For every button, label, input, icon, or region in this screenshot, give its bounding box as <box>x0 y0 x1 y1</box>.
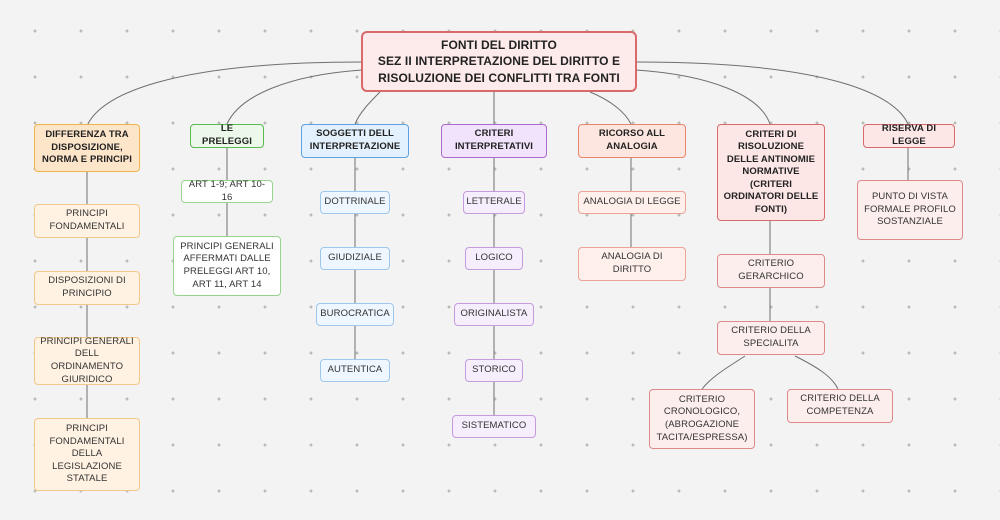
col7-header[interactable]: RISERVA DI LEGGE <box>863 123 955 148</box>
col3-header[interactable]: SOGGETTI DELL INTERPRETAZIONE <box>301 124 409 158</box>
col4-item-2[interactable]: LOGICO <box>465 247 523 270</box>
root-node[interactable]: FONTI DEL DIRITTO SEZ II INTERPRETAZIONE… <box>361 31 637 92</box>
col4-item-1[interactable]: LETTERALE <box>463 191 525 214</box>
col7-item-1[interactable]: PUNTO DI VISTA FORMALE PROFILO SOSTANZIA… <box>857 180 963 240</box>
col1-item-2[interactable]: DISPOSIZIONI DI PRINCIPIO <box>34 271 140 305</box>
col3-item-3[interactable]: BUROCRATICA <box>316 303 394 326</box>
col4-item-3[interactable]: ORIGINALISTA <box>454 303 534 326</box>
col2-header[interactable]: LE PRELEGGI <box>190 123 264 148</box>
col6-item-specialita[interactable]: CRITERIO DELLA SPECIALITA <box>717 321 825 355</box>
link-root-col3 <box>354 91 381 125</box>
col3-item-1[interactable]: DOTTRINALE <box>320 191 390 214</box>
link-root-col5 <box>589 91 632 125</box>
link-root-col2 <box>226 69 363 125</box>
col5-item-1[interactable]: ANALOGIA DI LEGGE <box>578 191 686 214</box>
col5-header[interactable]: RICORSO ALL ANALOGIA <box>578 124 686 158</box>
col6-item-gerarchico[interactable]: CRITERIO GERARCHICO <box>717 254 825 288</box>
root-title: FONTI DEL DIRITTO <box>441 38 557 53</box>
col1-item-3[interactable]: PRINCIPI GENERALI DELL ORDINAMENTO GIURI… <box>34 336 140 385</box>
link-specialita-cronologico <box>701 355 746 390</box>
root-subtitle: SEZ II INTERPRETAZIONE DEL DIRITTO E RIS… <box>377 54 621 85</box>
col6-header[interactable]: CRITERI DI RISOLUZIONE DELLE ANTINOMIE N… <box>717 124 825 221</box>
col6-item-cronologico[interactable]: CRITERIO CRONOLOGICO, (ABROGAZIONE TACIT… <box>649 389 755 449</box>
col1-header[interactable]: DIFFERENZA TRA DISPOSIZIONE, NORMA E PRI… <box>34 124 140 172</box>
col1-item-1[interactable]: PRINCIPI FONDAMENTALI <box>34 204 140 238</box>
col2-item-2[interactable]: PRINCIPI GENERALI AFFERMATI DALLE PRELEG… <box>173 236 281 296</box>
col5-item-2[interactable]: ANALOGIA DI DIRITTO <box>578 247 686 281</box>
link-root-col1 <box>86 61 363 127</box>
link-specialita-competenza <box>794 355 839 390</box>
col4-item-4[interactable]: STORICO <box>465 359 523 382</box>
col1-item-4[interactable]: PRINCIPI FONDAMENTALI DELLA LEGISLAZIONE… <box>34 418 140 491</box>
link-root-col7 <box>635 61 909 125</box>
col6-item-competenza[interactable]: CRITERIO DELLA COMPETENZA <box>787 389 893 423</box>
col2-item-1[interactable]: ART 1-9; ART 10-16 <box>181 179 273 203</box>
col4-item-5[interactable]: SISTEMATICO <box>452 415 536 438</box>
col4-header[interactable]: CRITERI INTERPRETATIVI <box>441 124 547 158</box>
link-root-col6 <box>635 69 771 125</box>
col3-item-2[interactable]: GIUDIZIALE <box>320 247 390 270</box>
col3-item-4[interactable]: AUTENTICA <box>320 359 390 382</box>
